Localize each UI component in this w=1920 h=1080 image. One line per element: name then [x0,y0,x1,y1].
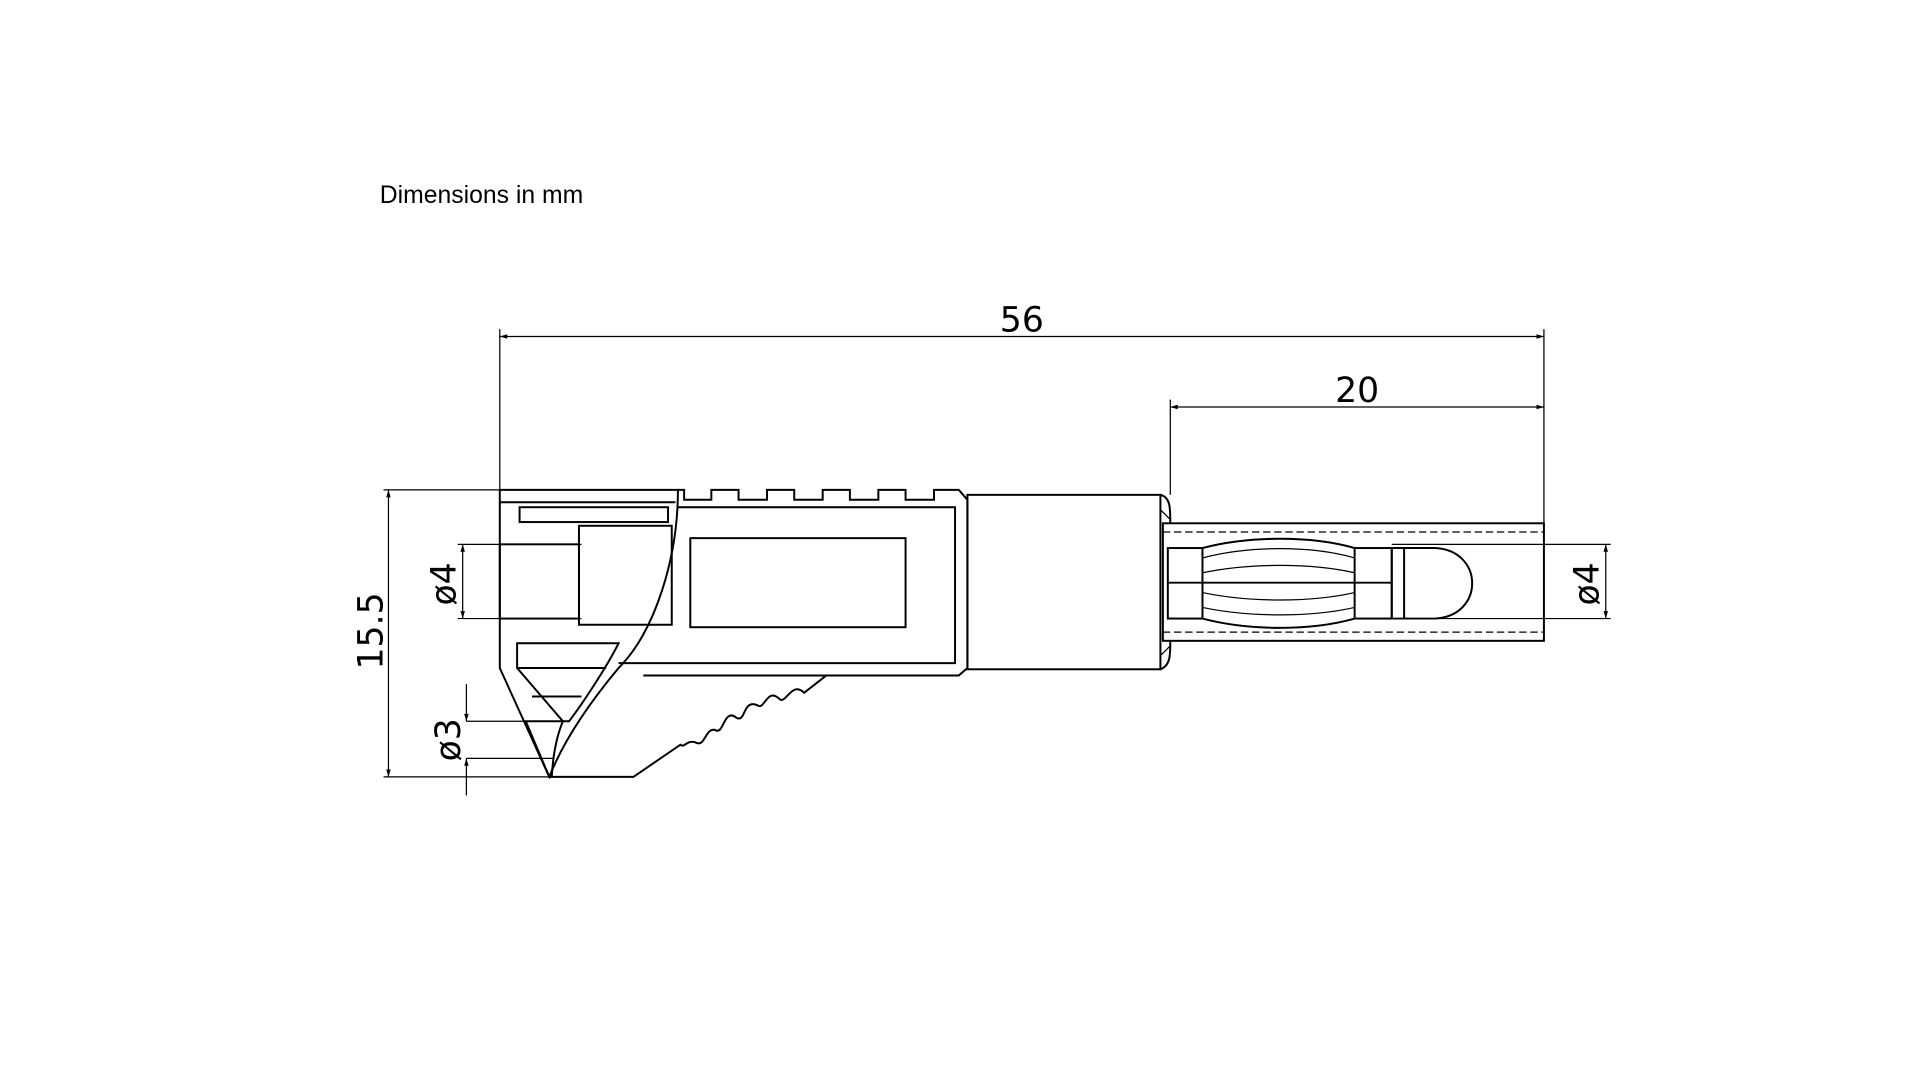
dimension-56-label: 56 [1000,301,1044,341]
dimension-cable-diameter-label: ø3 [429,718,469,761]
strain-relief-serrated [549,674,827,778]
label-window [689,537,907,629]
dimension-pin-diameter-label: ø4 [1567,562,1607,605]
dimension-socket-diameter: ø4 [424,543,582,620]
units-note: Dimensions in mm [380,182,583,209]
dimension-15-5-label: 15.5 [351,592,391,669]
dimension-20-label: 20 [1335,371,1379,411]
banana-contact [1166,537,1473,629]
dimension-pin-diameter: ø4 [1391,543,1611,620]
pin-tube [1161,522,1545,642]
dimension-height: 15.5 [351,489,550,778]
dimension-pin-length: 20 [1169,371,1544,495]
plug-head-section [498,488,679,780]
dimension-cable-diameter: ø3 [429,684,563,796]
dimension-overall-length: 56 [499,301,1545,524]
plug-sleeve [966,493,1172,671]
plug-body [549,488,969,778]
dimension-socket-diameter-label: ø4 [424,562,464,605]
